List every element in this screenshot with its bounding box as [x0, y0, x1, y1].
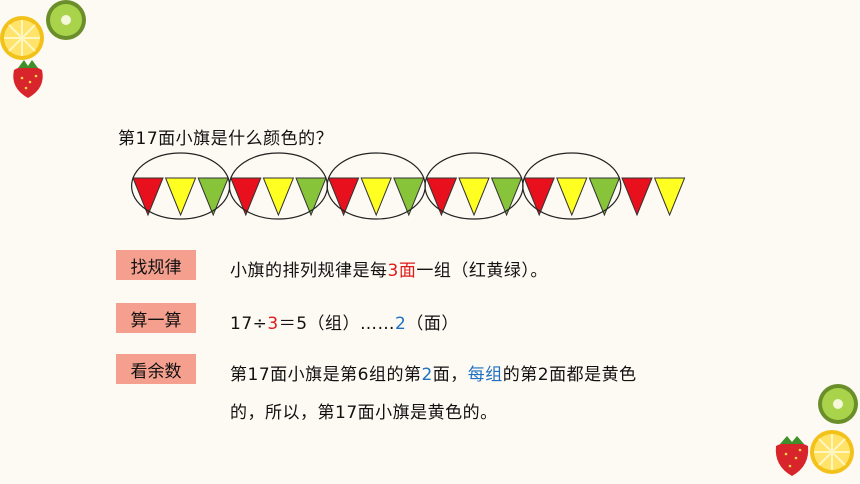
text-part: 第17面小旗是第6组的第 — [230, 365, 422, 385]
question-title: 第17面小旗是什么颜色的？ — [118, 129, 334, 149]
flag-green — [588, 177, 621, 217]
flag-yellow — [556, 177, 588, 217]
lemon-icon — [0, 16, 44, 60]
text-part: 的第2面都是黄色 — [502, 365, 637, 385]
remainder-text-line2: 的，所以，第17面小旗是黄色的。 — [230, 403, 498, 423]
strawberry-icon — [775, 436, 809, 476]
pattern-text: 小旗的排列规律是每3面一组（红黄绿）。 — [230, 256, 548, 281]
label-calculate: 算一算 — [116, 303, 196, 333]
text-part: 17÷ — [230, 314, 268, 334]
flag-green — [490, 177, 523, 217]
flag-red — [523, 177, 555, 217]
flag-green — [197, 177, 229, 217]
flag-yellow — [653, 177, 686, 217]
label-find-pattern: 找规律 — [116, 250, 196, 280]
text-part: 小旗的排列规律是每 — [230, 261, 388, 281]
remainder-text: 第17面小旗是第6组的第2面，每组的第2面都是黄色 — [230, 360, 637, 385]
group-circle — [522, 152, 622, 220]
lemon-icon — [810, 430, 854, 474]
text-part: （面） — [406, 314, 459, 334]
text-part: 面， — [432, 365, 468, 385]
calculation-text: 17÷3＝5（组）……2（面） — [230, 309, 459, 334]
text-part: 3面 — [387, 261, 417, 281]
text-part: 一组（红黄绿）。 — [416, 261, 548, 281]
text-part: 2 — [395, 314, 407, 334]
text-part: 2 — [421, 365, 433, 385]
kiwi-icon — [818, 384, 858, 424]
flag-red — [425, 177, 458, 217]
text-part: 每组 — [467, 365, 503, 385]
flag-red — [327, 177, 360, 217]
kiwi-icon — [46, 0, 86, 40]
flag-red — [132, 177, 164, 217]
flag-yellow — [164, 177, 197, 217]
text-part: 3 — [267, 314, 279, 334]
flag-red — [230, 177, 262, 217]
flag-yellow — [360, 177, 392, 217]
label-check-remainder: 看余数 — [116, 354, 196, 384]
flag-yellow — [262, 177, 295, 217]
flag-green — [295, 177, 327, 217]
flag-yellow — [458, 177, 490, 217]
flag-green — [393, 177, 425, 217]
flag-red — [621, 177, 653, 217]
text-part: ＝5（组）…… — [278, 314, 396, 334]
strawberry-icon — [13, 60, 43, 98]
